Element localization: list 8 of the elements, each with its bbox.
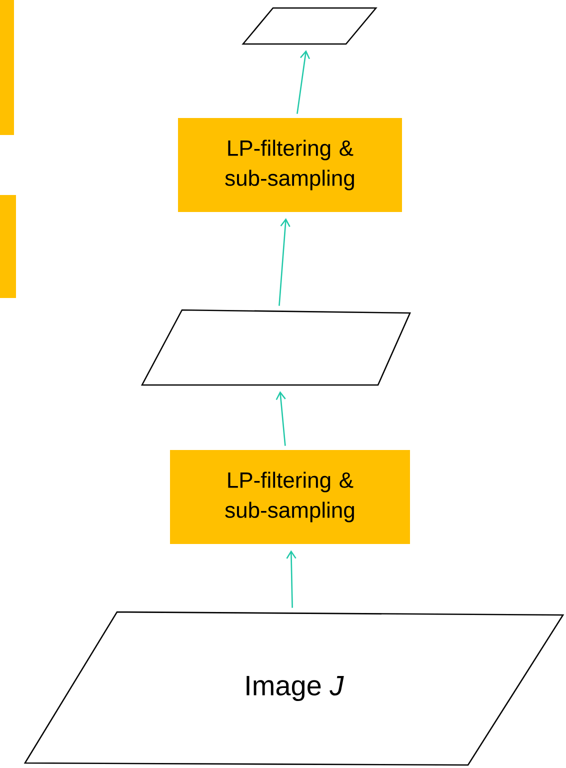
cropped-box — [0, 0, 14, 135]
arrow — [278, 218, 290, 306]
cropped-box — [0, 195, 16, 298]
arrow — [276, 391, 286, 446]
arrow — [286, 550, 296, 608]
process-box: LP-filtering & sub-sampling — [178, 118, 402, 212]
arrow — [296, 50, 310, 114]
process-box: LP-filtering & sub-sampling — [170, 450, 410, 544]
